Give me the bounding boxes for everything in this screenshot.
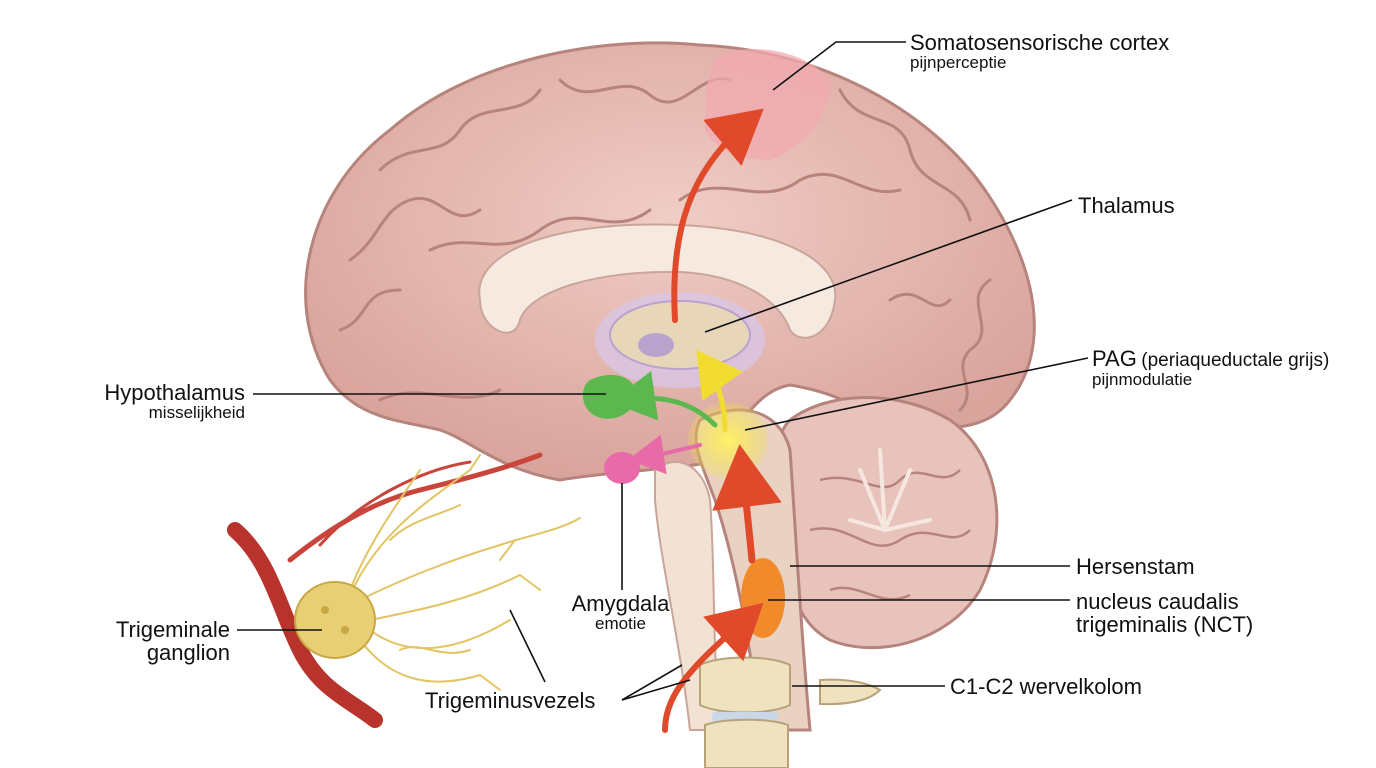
somatosensory-sub: pijnperceptie	[910, 53, 1007, 73]
pink-arrow-to-amygdala	[628, 434, 702, 475]
hypothalamus-label: Hypothalamus misselijkheid	[60, 381, 245, 422]
leader-lines	[237, 41, 1089, 701]
ganglion-line2: ganglion	[146, 640, 230, 666]
cerebellum	[778, 396, 999, 650]
trigeminal-fibers	[349, 454, 581, 691]
brainstem-label: Hersenstam	[1076, 554, 1195, 579]
red-arrow-from-fibers	[662, 602, 764, 733]
corpus-callosum	[478, 223, 837, 339]
pag-label: PAG (periaqueductale grijs) pijnmodulati…	[1092, 347, 1329, 389]
pag-sub: pijnmodulatie	[1092, 369, 1193, 389]
thalamus-label: Thalamus	[1078, 193, 1175, 218]
hypothalamus-title: Hypothalamus	[104, 380, 245, 405]
pag-title: PAG	[1092, 346, 1137, 371]
ganglion-label: Trigeminale ganglion	[80, 618, 230, 664]
pag-paren: (periaqueductale grijs)	[1141, 350, 1330, 371]
pathway-arrows	[610, 108, 782, 733]
yellow-arrow-to-thalamus	[696, 349, 743, 433]
nct-line2: trigeminalis (NCT)	[1076, 612, 1254, 638]
vertebra	[699, 656, 882, 768]
artery	[227, 452, 543, 728]
somatosensory-label: Somatosensorische cortex pijnperceptie	[910, 31, 1169, 72]
red-arrow-to-cortex	[671, 108, 764, 323]
green-arrow-to-hypothalamus	[610, 371, 718, 428]
nct-line1: nucleus caudalis	[1076, 589, 1239, 614]
ganglion-line1: Trigeminale	[115, 617, 230, 642]
nct-label: nucleus caudalis trigeminalis (NCT)	[1076, 590, 1253, 636]
amygdala-title: Amygdala	[571, 591, 670, 616]
red-arrow-to-pag	[712, 444, 782, 564]
amygdala	[604, 452, 640, 484]
fibers-label: Trigeminusvezels	[425, 688, 596, 713]
nct-region	[741, 558, 785, 638]
amygdala-label: Amygdala emotie	[548, 592, 693, 633]
amygdala-sub: emotie	[594, 614, 647, 634]
somatosensory-title: Somatosensorische cortex	[910, 30, 1170, 55]
trigeminal-ganglion	[294, 581, 376, 659]
vertebra-label: C1-C2 wervelkolom	[950, 674, 1142, 699]
thalamus	[595, 292, 765, 388]
hypothalamus-sub: misselijkheid	[148, 403, 245, 423]
